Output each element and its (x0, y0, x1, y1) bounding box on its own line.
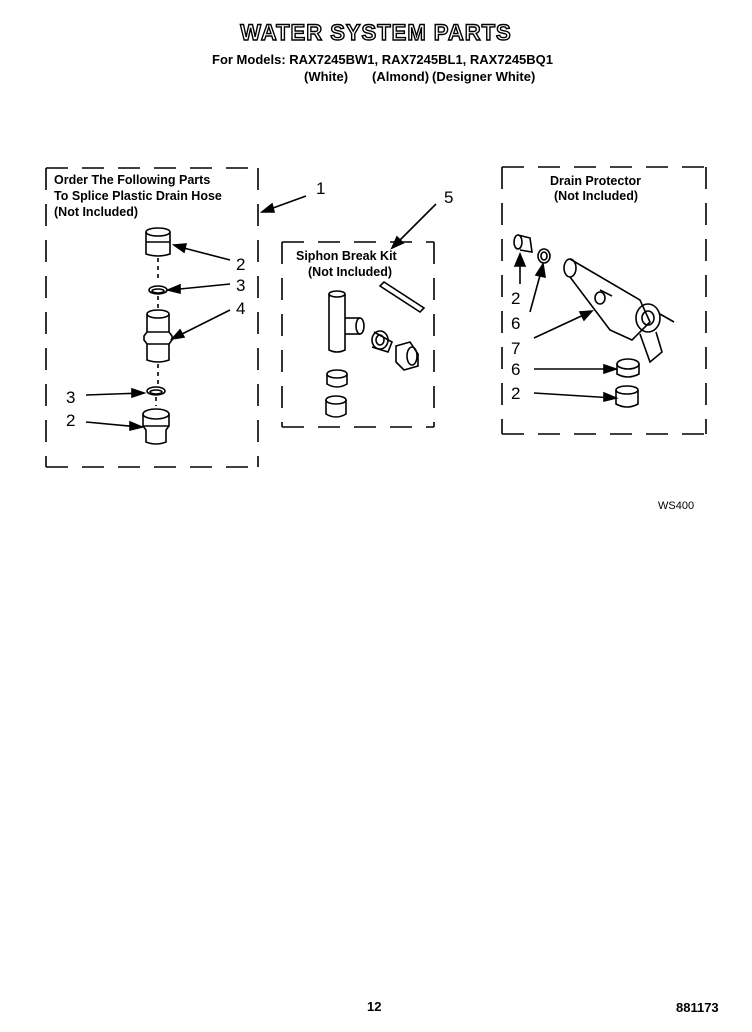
callout-2-drain-top: 2 (511, 289, 521, 308)
part-siphon-strap (378, 280, 426, 314)
part-siphon-tee (328, 290, 365, 353)
callout-5: 5 (444, 188, 454, 207)
callout-2-top: 2 (236, 255, 246, 274)
splice-box-line3: (Not Included) (54, 205, 139, 219)
siphon-kit-box (281, 241, 435, 428)
callout-2-drain-bottom: 2 (511, 384, 521, 403)
callout-3-bottom: 3 (66, 388, 76, 407)
part-3-top-clamp (148, 285, 168, 295)
splice-box-line1: Order The Following Parts (54, 173, 211, 187)
part-drain-small-cap (513, 234, 533, 253)
part-3-bottom-clamp (146, 386, 166, 396)
splice-box-line2: To Splice Plastic Drain Hose (54, 189, 222, 203)
callout-4: 4 (236, 299, 246, 318)
models-line: For Models: RAX7245BW1, RAX7245BL1, RAX7… (212, 52, 554, 67)
siphon-box-line2: (Not Included) (308, 265, 393, 279)
drain-box-line1: Drain Protector (550, 174, 641, 188)
page-title: WATER SYSTEM PARTS (240, 19, 512, 45)
part-siphon-ring (326, 369, 348, 388)
callout-6-top: 6 (511, 314, 521, 333)
splice-parts-box (45, 167, 259, 468)
part-drain-protector-body (563, 258, 675, 364)
part-2-top-adapter (145, 227, 171, 257)
part-drain-small-ring (537, 248, 551, 264)
part-siphon-fitting (395, 341, 419, 371)
callout-6-bottom: 6 (511, 360, 521, 379)
page-number: 12 (367, 999, 382, 1014)
part-drain-ring (616, 358, 640, 378)
part-siphon-cap (325, 395, 347, 418)
drain-protector-box (501, 166, 707, 435)
callout-7: 7 (511, 339, 521, 358)
part-siphon-nut (371, 330, 394, 353)
color-designer-white: (Designer White) (432, 69, 536, 84)
part-drain-cap (615, 385, 639, 408)
callout-1: 1 (316, 179, 326, 198)
callout-3-top: 3 (236, 276, 246, 295)
callout-2-bottom: 2 (66, 411, 76, 430)
color-white: (White) (304, 69, 349, 84)
color-almond: (Almond) (372, 69, 430, 84)
part-4-coupler (143, 309, 173, 363)
figure-code: WS400 (658, 500, 695, 512)
drain-box-line2: (Not Included) (554, 189, 639, 203)
part-2-bottom-adapter (142, 408, 170, 445)
doc-number: 881173 (676, 1000, 719, 1015)
siphon-box-line1: Siphon Break Kit (296, 249, 397, 263)
